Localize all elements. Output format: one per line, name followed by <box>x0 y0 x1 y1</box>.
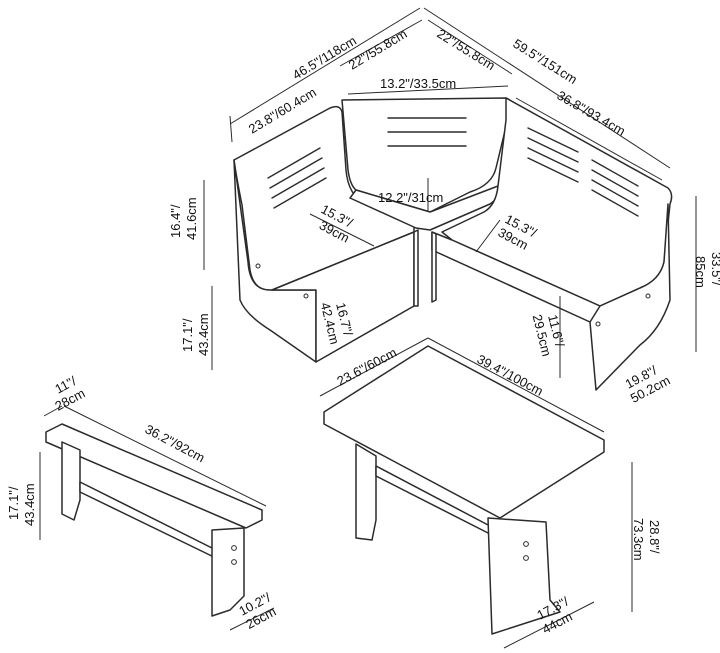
dimension-lines <box>39 7 697 649</box>
svg-text:33.5"/: 33.5"/ <box>709 252 720 286</box>
label-left-back-height: 16.4"/ 41.6cm <box>168 197 199 240</box>
label-bench-height: 17.1"/ 43.4cm <box>6 483 37 526</box>
svg-text:73.3cm: 73.3cm <box>631 518 646 561</box>
label-corner-depth-left: 22"/55.8cm <box>346 26 410 73</box>
label-table-height: 28.8"/ 73.3cm <box>631 518 662 561</box>
label-left-seat-height: 17.1"/ 43.4cm <box>180 313 211 356</box>
svg-text:28.8"/: 28.8"/ <box>647 520 662 554</box>
slat <box>527 127 579 153</box>
bench-top <box>45 423 263 529</box>
label-right-leg-height: 11.6"/ 29.5cm <box>530 313 568 358</box>
slat <box>527 137 579 163</box>
slat <box>271 167 325 199</box>
slat <box>267 147 321 179</box>
screw-hole <box>523 555 529 561</box>
label-overall-height: 33.5"/ 85cm <box>693 252 720 288</box>
table-leg-right <box>487 517 561 635</box>
screw-hole <box>255 263 261 269</box>
slat <box>591 179 639 207</box>
slat <box>527 157 579 183</box>
corner-bench <box>233 97 673 391</box>
svg-text:43.4cm: 43.4cm <box>196 313 211 356</box>
slat <box>273 177 327 209</box>
slat <box>269 157 323 189</box>
label-right-depth: 19.8"/ 50.2cm <box>623 362 673 405</box>
right-side-panel <box>589 203 671 391</box>
label-overall-right: 59.5"/151cm <box>510 36 579 87</box>
screw-hole <box>645 293 651 299</box>
screw-hole <box>231 545 237 551</box>
slat <box>591 169 639 197</box>
screw-hole <box>231 559 237 565</box>
svg-text:17.1"/: 17.1"/ <box>6 486 21 520</box>
label-bench-length: 36.2"/92cm <box>143 421 208 465</box>
screw-hole <box>523 541 529 547</box>
slat <box>591 189 639 217</box>
table <box>323 345 605 635</box>
inner-leg-right <box>431 231 437 303</box>
bench <box>45 423 263 617</box>
label-bench-depth: 11"/ 28cm <box>52 373 87 414</box>
slat <box>591 159 639 187</box>
svg-text:41.6cm: 41.6cm <box>184 197 199 240</box>
svg-text:43.4cm: 43.4cm <box>22 483 37 526</box>
label-corner-back-width: 13.2"/33.5cm <box>380 76 456 91</box>
screw-hole <box>595 321 601 327</box>
svg-text:16.4"/: 16.4"/ <box>168 204 183 238</box>
slat <box>527 147 579 173</box>
table-leg-left <box>355 443 377 541</box>
left-seat-front <box>271 231 415 363</box>
label-corner-front-width: 12.2"/31cm <box>378 190 443 205</box>
screw-hole <box>303 293 309 299</box>
table-top <box>323 345 605 519</box>
bench-leg-left <box>61 441 81 521</box>
inner-leg-left <box>413 229 419 307</box>
svg-text:85cm: 85cm <box>693 256 708 288</box>
svg-text:17.1"/: 17.1"/ <box>180 318 195 352</box>
